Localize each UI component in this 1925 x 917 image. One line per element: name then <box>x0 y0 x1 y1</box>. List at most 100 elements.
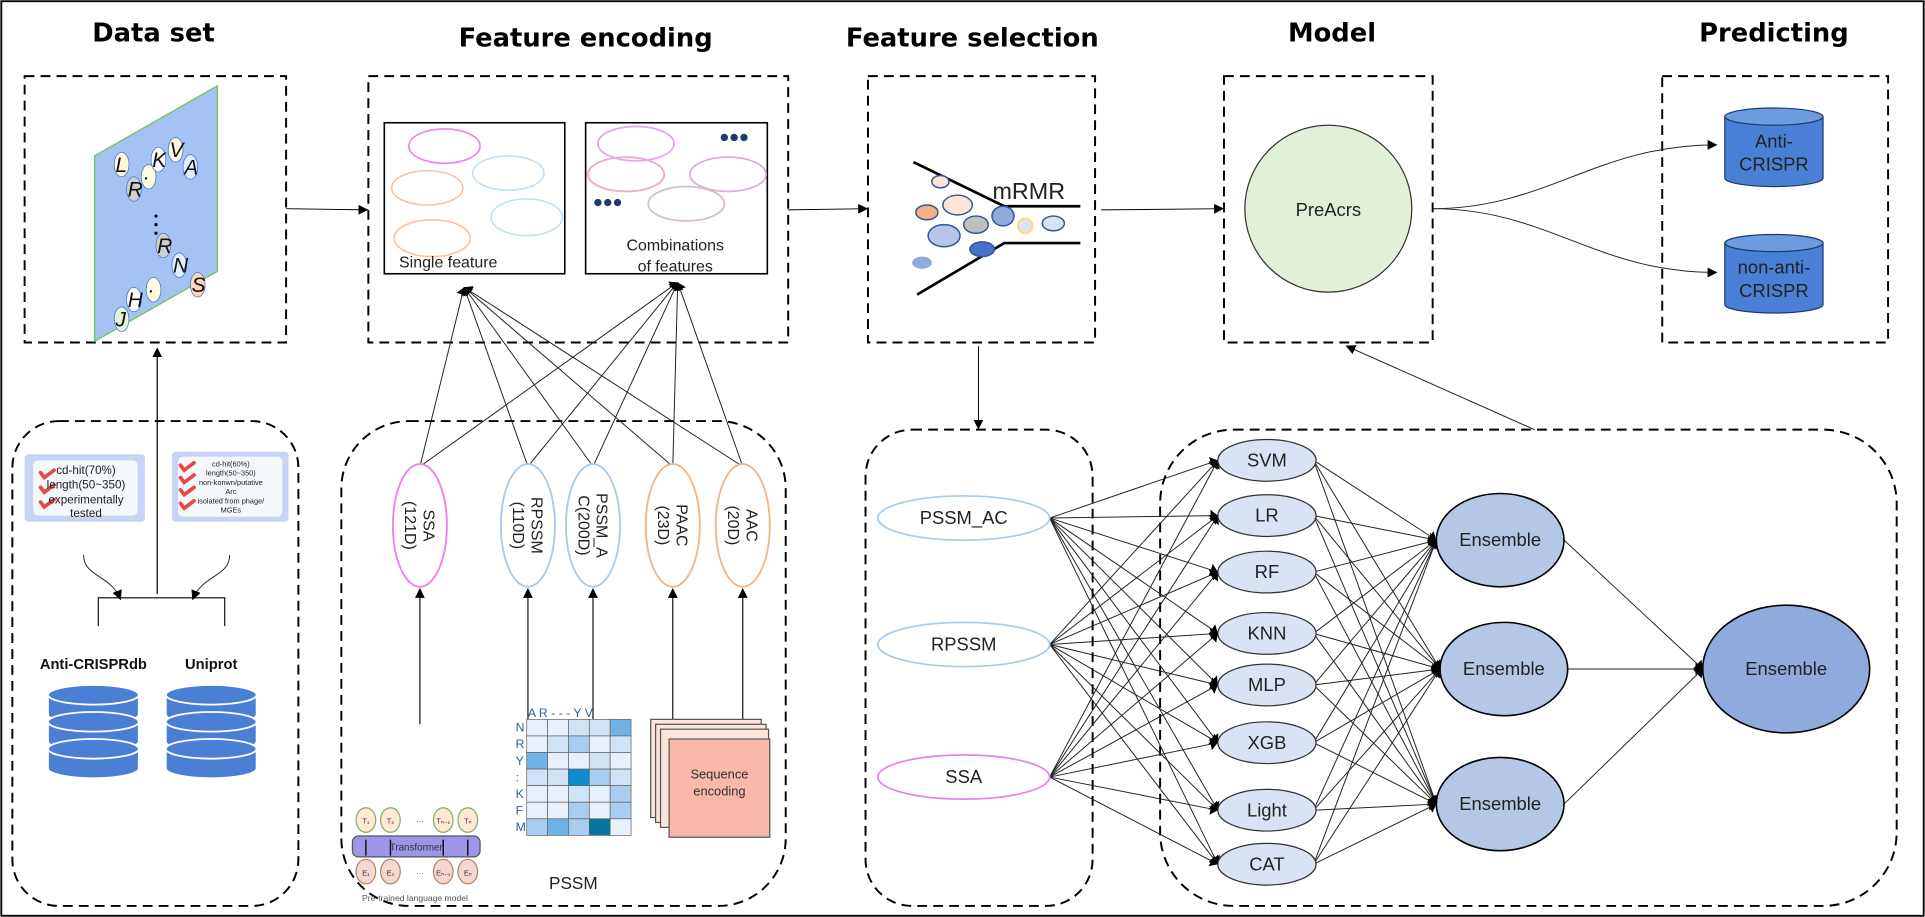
sequence-letter: R <box>128 178 143 201</box>
pssm-cell <box>568 752 590 770</box>
pssm-cell <box>568 718 590 737</box>
check-icon <box>178 499 196 511</box>
letter-bubble <box>155 232 172 259</box>
edge-classifier-to-ensemble <box>1313 668 1441 811</box>
arrow-right-criteria <box>191 554 231 601</box>
token-label: T₂ <box>387 817 394 826</box>
arrow-dataset-to-encoding <box>286 204 369 215</box>
letter-bubble <box>113 306 130 332</box>
edge-classifier-to-ensemble <box>1313 515 1440 805</box>
pssm-label: PSSM <box>549 873 598 893</box>
feature-name: SSA <box>420 509 437 541</box>
classifier-rf <box>1217 550 1317 594</box>
edge-classifier-to-ensemble <box>1313 539 1439 811</box>
edge-classifier-to-ensemble <box>1313 801 1437 865</box>
edge-classifier-to-ensemble <box>1313 633 1438 805</box>
transformer-bar <box>351 835 481 858</box>
ensemble-label: Ensemble <box>1459 529 1541 550</box>
check-icon <box>178 460 196 473</box>
classifier-label: Light <box>1247 799 1287 820</box>
edge-classifier-to-ensemble <box>1313 536 1437 573</box>
feature-label-group: RPSSM(110D) <box>509 497 544 554</box>
pssm-cell <box>526 752 548 770</box>
anti-crispr-label-2: CRISPR <box>1739 154 1809 175</box>
edge-classifier-to-ensemble <box>1313 460 1442 670</box>
sequence-letter: J <box>114 309 126 332</box>
right-criterion: cd-hit(60%) <box>212 459 250 468</box>
selected-features-panel <box>864 428 1094 907</box>
pssm-cell <box>526 818 548 836</box>
check-icon <box>38 468 56 481</box>
right-criterion: isolated from phage/ <box>198 496 266 505</box>
classifier-label: RF <box>1255 561 1280 582</box>
pssm-cell <box>609 735 632 753</box>
classifier-label: SVM <box>1247 449 1287 470</box>
edge-classifier-to-ensemble <box>1313 663 1441 686</box>
edge-feature-to-classifier <box>1049 644 1219 811</box>
pssm-row-label: K <box>516 787 525 801</box>
pssm-column-header: A R - - - Y V <box>528 706 594 720</box>
edge-classifier-to-ensemble <box>1313 684 1437 805</box>
feature-oval-aac <box>714 463 771 588</box>
sources-bracket <box>97 597 226 627</box>
combination-ovals <box>587 125 768 222</box>
pssm-cell <box>588 768 611 787</box>
classifier-label: XGB <box>1248 732 1287 753</box>
letter-bubble <box>182 154 199 180</box>
classifier-label: CAT <box>1249 853 1284 874</box>
pssm-cell <box>547 785 569 803</box>
pssm-cell <box>588 785 611 803</box>
dataset-sources-panel <box>11 420 300 907</box>
left-criterion: tested <box>70 507 102 520</box>
feature-encoding-box <box>367 75 790 344</box>
check-icon <box>38 483 56 495</box>
edge-feature-to-classifier <box>1049 738 1218 778</box>
feature-label-group: SSA(121D) <box>401 501 436 550</box>
edge-feature-to-classifier <box>1049 509 1218 522</box>
sequence-letter: R <box>157 235 172 258</box>
edge-classifier-to-ensemble <box>1313 668 1442 865</box>
embedding-node <box>355 858 377 885</box>
preacrs-label: PreAcrs <box>1296 199 1361 220</box>
edge-ensemble-to-final <box>1563 539 1704 670</box>
pretrained-language-model-icon: T₁E₁T₂E₂······Tₙ₋₁Eₙ₋₁TₙEₙTransformerPre… <box>351 807 481 903</box>
transformer-label: Transformer <box>390 843 444 854</box>
ensemble-node <box>1435 492 1565 588</box>
feature-oval-paac <box>644 463 701 588</box>
pssm-cell <box>609 718 632 737</box>
pssm-cell <box>526 785 548 803</box>
arrow-left-criteria <box>83 554 122 601</box>
combinations-label-2: of features <box>638 258 713 275</box>
sequence-encoding-icon <box>650 718 771 838</box>
letter-bubble <box>150 146 167 173</box>
ellipsis-dot <box>154 214 158 218</box>
edge-to-single-feature <box>460 287 529 467</box>
pssm-cell <box>609 752 632 770</box>
feature-dimension: (20D) <box>724 505 741 545</box>
source-label-anticrisprdb: Anti-CRISPRdb <box>40 657 147 673</box>
non-anti-crispr-label-2: CRISPR <box>1739 280 1809 301</box>
feature-label-group: AAC(20D) <box>724 505 759 545</box>
selected-feature-rpssm <box>876 621 1051 668</box>
combinations-label-1: Combinations <box>627 237 724 254</box>
mrmr-funnel-icon <box>912 160 1081 296</box>
source-label-uniprot: Uniprot <box>185 657 237 673</box>
arrow-selection-to-model <box>1101 203 1224 214</box>
edge-feature-to-classifier <box>1049 517 1219 686</box>
feature-dimension: (110D) <box>509 502 526 550</box>
right-criterion: non-konwn/putative <box>199 478 263 487</box>
title-model: Model <box>1288 19 1376 49</box>
classifier-xgb <box>1217 721 1317 765</box>
edge-classifier-to-ensemble <box>1313 742 1437 807</box>
pssm-cell <box>526 718 548 737</box>
edge-classifier-to-ensemble <box>1313 798 1437 811</box>
pssm-cell <box>547 752 569 770</box>
pssm-row-label: Y <box>516 754 524 768</box>
feature-name: RPSSM <box>528 497 545 554</box>
sequence-letter: V <box>169 139 185 162</box>
embedding-label: Eₙ₋₁ <box>436 868 451 877</box>
edge-classifier-to-ensemble <box>1313 632 1441 673</box>
feature-selection-box <box>866 75 1097 344</box>
